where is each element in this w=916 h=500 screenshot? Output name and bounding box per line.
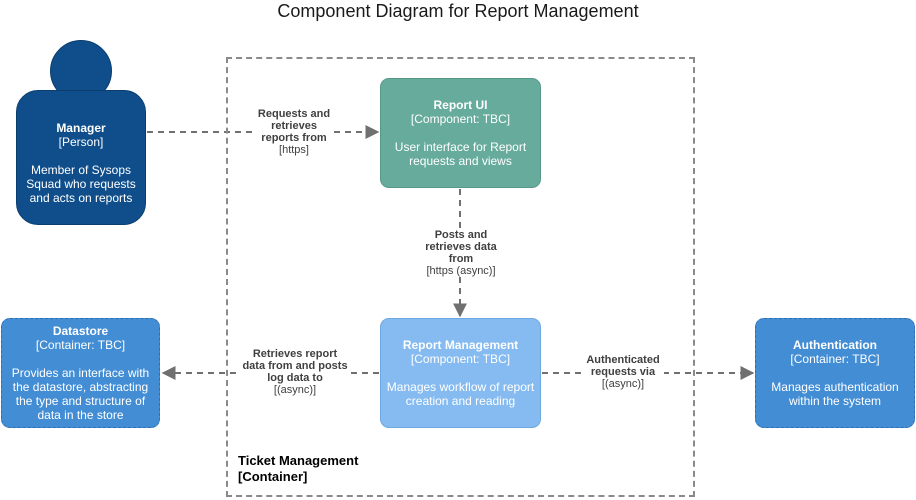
manager-description: Member of Sysops Squad who requests and … [26, 162, 136, 205]
datastore-description: Provides an interface with the datastore… [11, 366, 150, 422]
report-management-name: Report Management [402, 338, 519, 352]
edge-label-report-management-to-authentication: Authenticated requests via [(async)] [582, 354, 664, 390]
authentication-description: Manages authentication within the system [771, 380, 899, 408]
edge-label-text: Retrieves report data from and posts log… [242, 348, 348, 384]
edge-label-technology: [https] [279, 144, 309, 156]
authentication-kind: [Container: TBC] [790, 352, 880, 366]
datastore-container[interactable]: Datastore [Container: TBC] Provides an i… [1, 318, 160, 428]
report-management-component[interactable]: Report Management [Component: TBC] Manag… [380, 318, 541, 428]
report-management-kind: [Component: TBC] [410, 352, 511, 366]
report-ui-description: User interface for Report requests and v… [394, 140, 527, 168]
edge-label-report-ui-to-report-management: Posts and retrieves data from [https (as… [424, 229, 498, 277]
manager-person[interactable]: Manager [Person] Member of Sysops Squad … [16, 90, 146, 225]
edge-label-manager-to-report-ui: Requests and retrieves reports from [htt… [256, 108, 332, 156]
boundary-label: Ticket Management [Container] [238, 453, 358, 485]
report-ui-kind: [Component: TBC] [410, 112, 511, 126]
edge-label-technology: [(async)] [273, 384, 317, 396]
edge-label-text: Authenticated requests via [586, 354, 660, 378]
datastore-kind: [Container: TBC] [35, 338, 126, 352]
edge-label-text: Requests and retrieves reports from [257, 108, 331, 144]
edge-label-technology: [https (async)] [426, 265, 496, 277]
datastore-name: Datastore [52, 324, 109, 338]
authentication-container[interactable]: Authentication [Container: TBC] Manages … [755, 318, 915, 428]
boundary-kind: [Container] [238, 469, 308, 484]
boundary-name: Ticket Management [238, 453, 359, 468]
edge-label-technology: [(async)] [601, 378, 645, 390]
report-management-description: Manages workflow of report creation and … [386, 380, 535, 408]
report-ui-name: Report UI [433, 98, 488, 112]
authentication-name: Authentication [793, 338, 877, 352]
edge-label-report-management-to-datastore: Retrieves report data from and posts log… [240, 348, 350, 396]
manager-name: Manager [56, 120, 106, 135]
diagram-title: Component Diagram for Report Management [277, 1, 639, 21]
manager-kind: [Person] [58, 134, 104, 149]
ticket-management-boundary [226, 57, 695, 497]
report-ui-component[interactable]: Report UI [Component: TBC] User interfac… [380, 78, 541, 188]
edge-label-text: Posts and retrieves data from [425, 229, 497, 265]
